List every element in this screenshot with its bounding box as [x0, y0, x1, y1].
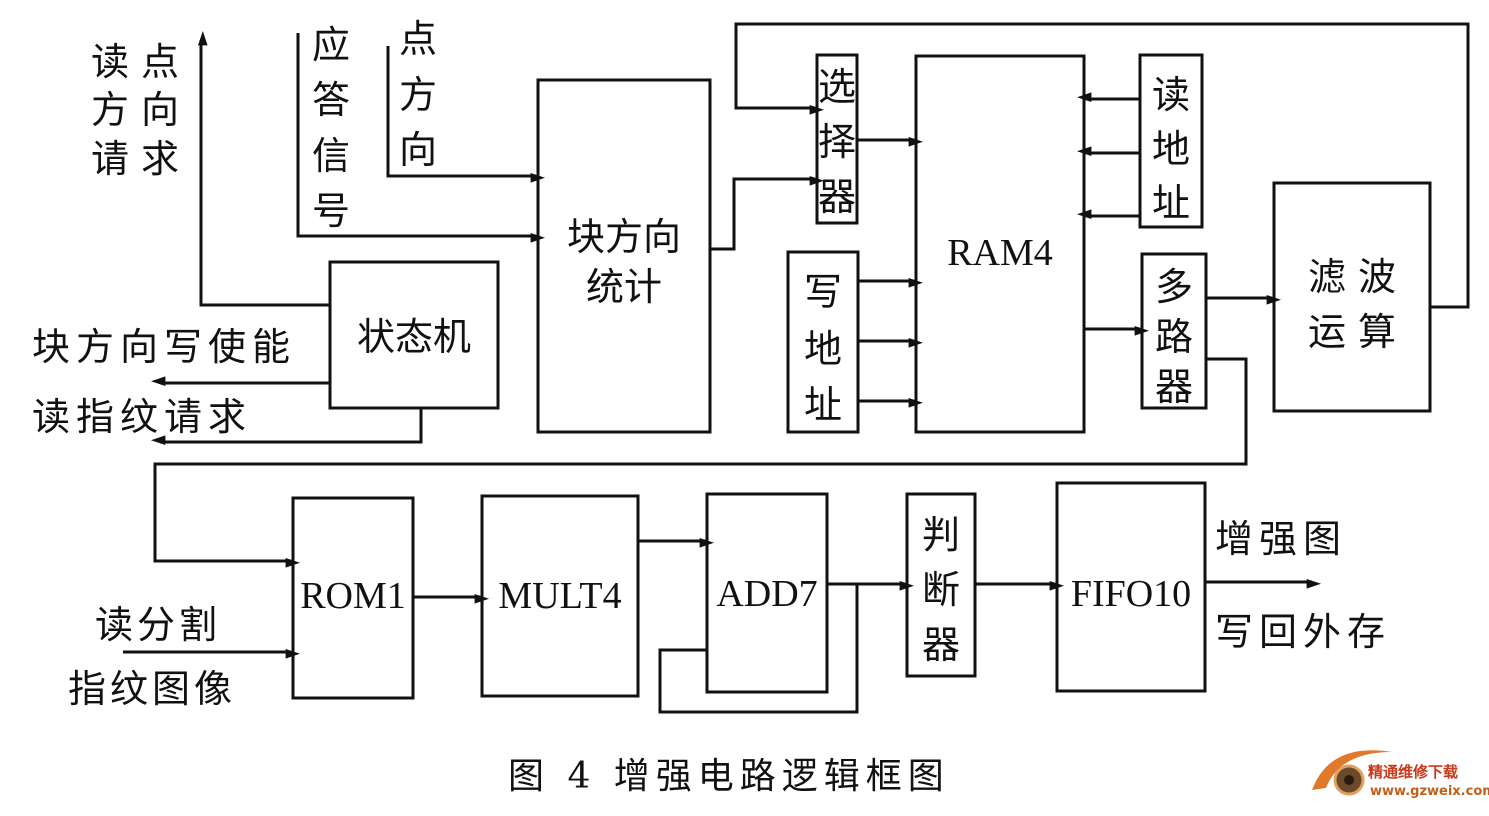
selector-label-3: 器 [818, 175, 856, 219]
filter-label-2: 运 算 [1308, 310, 1396, 354]
ack-signal-label-4: 号 [312, 189, 350, 233]
block-direction-write-enable-label: 块方向写使能 [32, 325, 296, 369]
selector-label-1: 选 [818, 65, 856, 109]
enhanced-image-label-2: 写回外存 [1215, 610, 1391, 654]
wire-read-fingerprint-request [150, 408, 423, 445]
read-segmented-image-label-2: 指纹图像 [68, 667, 236, 711]
ack-signal-label-2: 答 [312, 78, 350, 122]
read-point-direction-request-label-1: 读 点 [91, 40, 179, 84]
multiplexer-label-3: 器 [1155, 365, 1193, 409]
point-direction-label-2: 方 [399, 73, 437, 117]
point-direction-label-1: 点 [399, 17, 437, 61]
ack-signal-label-1: 应 [312, 23, 350, 67]
block-direction-stats-block [536, 78, 712, 434]
enhanced-image-label-1: 增强图 [1215, 517, 1347, 561]
multiplexer-label-2: 路 [1155, 315, 1193, 359]
watermark-url: www.gzweix.com [1370, 784, 1489, 799]
rom1-label: ROM1 [300, 575, 406, 617]
judge-label-3: 器 [922, 623, 960, 667]
read-address-label-3: 址 [1152, 181, 1190, 225]
wire-point-direction [386, 46, 546, 183]
selector-label-2: 择 [818, 120, 856, 164]
state-machine-label: 状态机 [357, 315, 471, 359]
wire-read-point-direction-request [198, 30, 330, 307]
read-fingerprint-request-label: 读指纹请求 [32, 395, 252, 439]
wire-mux-to-rom1 [153, 357, 1248, 568]
read-segmented-image-label-1: 读分割 [95, 603, 221, 647]
ack-signal-label-3: 信 [312, 134, 350, 178]
fifo10-label: FIFO10 [1071, 573, 1191, 615]
mult4-label: MULT4 [498, 575, 621, 617]
read-address-label-2: 地 [1152, 127, 1190, 171]
multiplexer-label-1: 多 [1155, 265, 1193, 309]
write-address-label-3: 址 [804, 383, 842, 427]
read-point-direction-request-label-3: 请 求 [91, 137, 179, 181]
wire-filter-feedback-to-selector [734, 22, 1470, 309]
watermark-name: 精通维修下载 [1368, 763, 1458, 781]
wire-ack-signal [296, 33, 546, 243]
block-direction-stats-label-1: 块方向 [567, 215, 681, 259]
figure-caption: 图 4 增强电路逻辑框图 [508, 756, 950, 797]
add7-block [705, 492, 829, 694]
watermark-logo: 精通维修下载 www.gzweix.com [1312, 750, 1489, 799]
write-address-label-1: 写 [804, 270, 842, 314]
state-machine-block [328, 260, 500, 410]
ram4-block [914, 54, 1086, 434]
watermark-swoosh-icon [1312, 750, 1392, 790]
ram4-label: RAM4 [947, 232, 1053, 274]
filter-label-1: 滤 波 [1308, 255, 1396, 299]
judge-label-1: 判 [922, 513, 960, 557]
wire-stats-to-selector [710, 176, 825, 251]
block-direction-stats-label-2: 统计 [586, 265, 662, 309]
add7-label: ADD7 [716, 573, 817, 615]
wire-add7-feedback [658, 584, 859, 714]
read-address-block [1138, 53, 1204, 229]
point-direction-label-3: 向 [399, 128, 437, 172]
read-point-direction-request-label-2: 方 向 [91, 88, 179, 132]
read-address-label-1: 读 [1152, 73, 1190, 117]
judge-label-2: 断 [922, 568, 960, 612]
write-address-label-2: 地 [804, 327, 842, 371]
